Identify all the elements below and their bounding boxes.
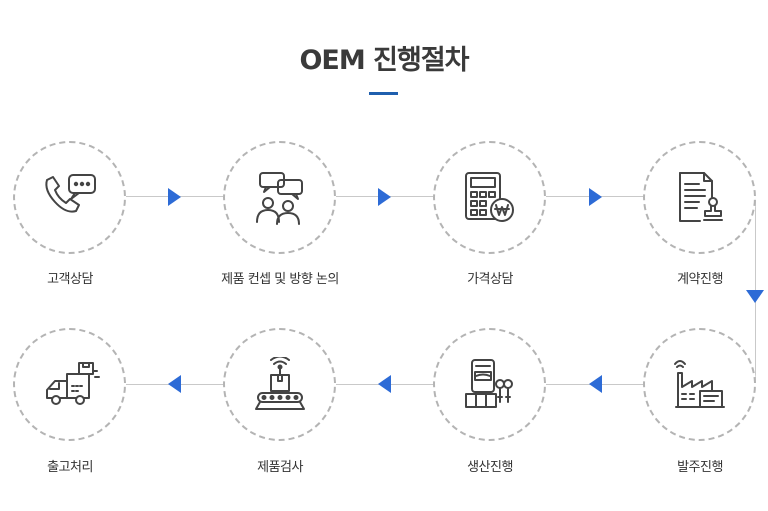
- step-label: 가격상담: [467, 272, 513, 287]
- contract-stamp-icon: [678, 171, 723, 222]
- step-label: 제품 컨셉 및 방향 논의: [221, 272, 339, 287]
- step-circle-consultation: [13, 141, 126, 254]
- step-circle-concept: [223, 141, 336, 254]
- step-circle-contract: [643, 141, 756, 254]
- arrow-right-icon: [589, 188, 602, 206]
- step-circle-inspection: [223, 328, 336, 441]
- step-label: 계약진행: [677, 272, 723, 287]
- conveyor-inspection-icon: [254, 356, 305, 410]
- production-machine-icon: [464, 358, 513, 408]
- step-circle-production: [433, 328, 546, 441]
- meeting-icon: [255, 171, 303, 225]
- step-label: 발주진행: [677, 460, 723, 475]
- step-circle-price: [433, 141, 546, 254]
- factory-icon: [673, 359, 725, 408]
- arrow-right-icon: [378, 188, 391, 206]
- step-label: 제품검사: [257, 460, 303, 475]
- arrow-left-icon: [589, 375, 602, 393]
- arrow-left-icon: [168, 375, 181, 393]
- step-label: 생산진행: [467, 460, 513, 475]
- delivery-truck-icon: [45, 361, 100, 405]
- step-circle-order: [643, 328, 756, 441]
- arrow-right-icon: [168, 188, 181, 206]
- page-title: OEM 진행절차: [299, 45, 469, 76]
- arrow-left-icon: [378, 375, 391, 393]
- step-circle-shipping: [13, 328, 126, 441]
- step-label: 출고처리: [47, 460, 93, 475]
- title-underline: [369, 92, 398, 95]
- arrow-down-icon: [746, 290, 764, 303]
- phone-chat-icon: [44, 173, 96, 213]
- calculator-won-icon: [464, 171, 514, 222]
- step-label: 고객상담: [47, 272, 93, 287]
